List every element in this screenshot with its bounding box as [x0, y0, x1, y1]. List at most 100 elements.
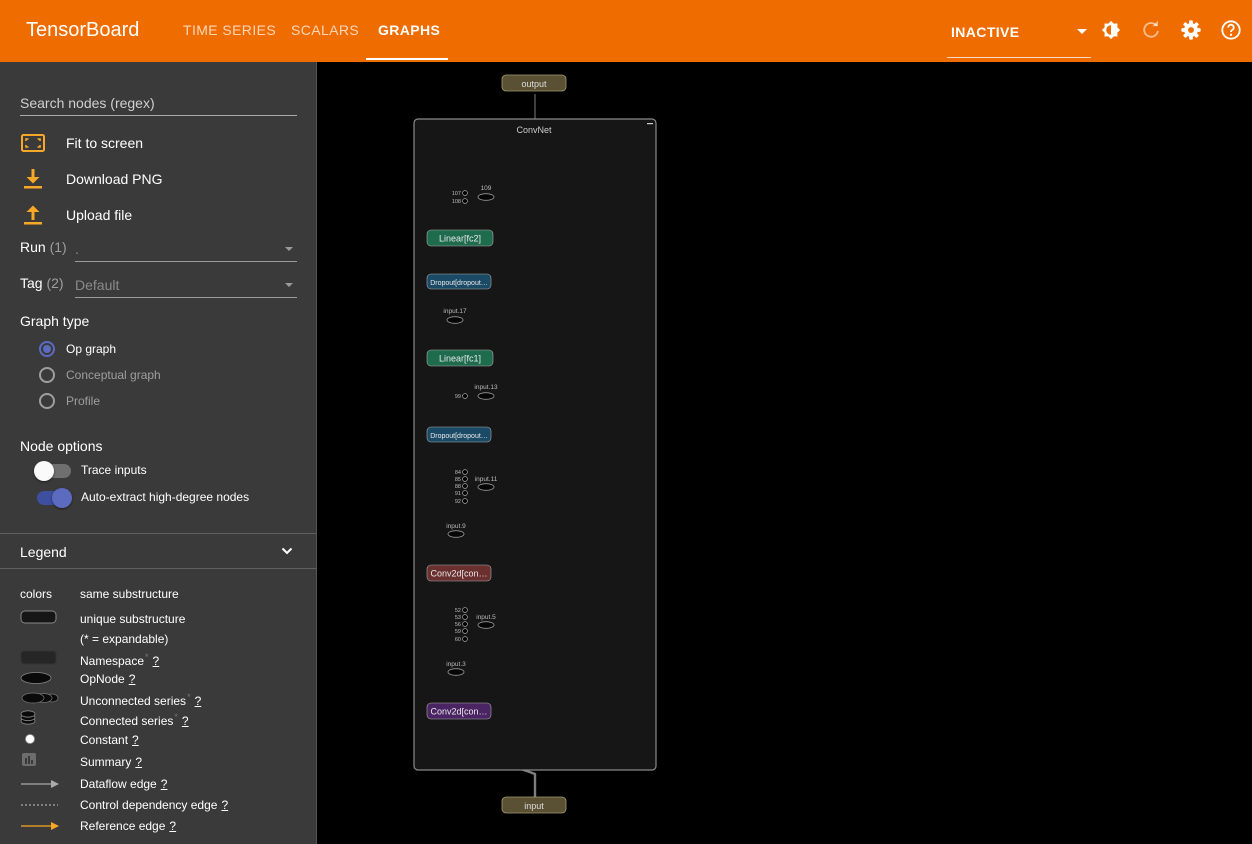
legend-unconnected-series: Unconnected series*?: [80, 692, 201, 708]
toggle-knob[interactable]: [52, 488, 72, 508]
constant-node[interactable]: [462, 621, 468, 627]
constant-node[interactable]: [462, 498, 468, 504]
help-link[interactable]: ?: [221, 798, 229, 812]
legend-connected-series-label: Connected series: [80, 714, 174, 728]
help-link[interactable]: ?: [128, 672, 136, 686]
chevron-down-icon[interactable]: [281, 546, 293, 556]
module-node[interactable]: [426, 564, 492, 582]
output-node[interactable]: [501, 74, 567, 92]
op-node[interactable]: [477, 621, 495, 629]
constant-node-label: 52: [455, 608, 461, 614]
run-status-dropdown[interactable]: INACTIVE: [947, 18, 1091, 58]
toggle-auto-extract[interactable]: Auto-extract high-degree nodes: [34, 487, 294, 509]
module-node[interactable]: [426, 229, 494, 247]
tab-time-series[interactable]: TIME SERIES: [183, 22, 277, 38]
input-node[interactable]: [501, 796, 567, 814]
unconnected-series-icon: [21, 692, 59, 704]
legend-reference-edge: Reference edge?: [80, 819, 176, 833]
toggle-trace-inputs[interactable]: Trace inputs: [34, 460, 274, 482]
op-node[interactable]: [477, 392, 495, 400]
module-node[interactable]: [426, 426, 492, 443]
namespace-label: ConvNet: [516, 125, 552, 135]
run-status-value: INACTIVE: [951, 24, 1020, 40]
run-dropdown[interactable]: .: [75, 236, 297, 262]
constant-node-label: 85: [455, 477, 461, 483]
tag-dropdown[interactable]: Default: [75, 272, 297, 298]
op-node[interactable]: [447, 530, 465, 538]
node-options-title: Node options: [20, 438, 103, 454]
tag-value: Default: [75, 277, 120, 293]
opnode-icon: [20, 672, 52, 684]
upload-file-label: Upload file: [66, 207, 133, 223]
help-link[interactable]: ?: [160, 777, 168, 791]
constant-node[interactable]: [462, 198, 468, 204]
op-node[interactable]: [477, 483, 495, 491]
legend-opnode-label: OpNode: [80, 672, 125, 686]
module-node[interactable]: [426, 349, 494, 367]
legend-title[interactable]: Legend: [20, 544, 67, 560]
constant-node[interactable]: [462, 636, 468, 642]
help-link[interactable]: ?: [169, 819, 177, 833]
constant-node[interactable]: [462, 607, 468, 613]
module-node-label: Linear[fc1]: [439, 354, 481, 364]
constant-node[interactable]: [462, 190, 468, 196]
radio-op-graph[interactable]: Op graph: [39, 340, 239, 358]
radio-button[interactable]: [39, 393, 55, 409]
upload-file-button[interactable]: Upload file: [20, 204, 220, 228]
input-node-label: input: [524, 801, 544, 811]
legend-same-substructure: same substructure: [80, 587, 179, 601]
module-node[interactable]: [426, 702, 492, 720]
legend-constant: Constant?: [80, 733, 139, 747]
tag-count: (2): [46, 275, 64, 291]
legend-constant-label: Constant: [80, 733, 129, 747]
upload-icon: [24, 205, 42, 225]
graph-svg[interactable]: outputinputConvNetLinear[fc2]Dropout[dro…: [318, 62, 1252, 844]
op-node-label: input.5: [476, 614, 496, 621]
op-node[interactable]: [477, 193, 495, 201]
tab-graphs[interactable]: GRAPHS: [378, 22, 441, 38]
constant-node[interactable]: [462, 469, 468, 475]
constant-node[interactable]: [462, 628, 468, 634]
legend-namespace-label: Namespace: [80, 654, 145, 668]
radio-label: Conceptual graph: [66, 368, 161, 382]
op-node[interactable]: [447, 668, 465, 676]
namespace-icon: [20, 650, 57, 665]
constant-node[interactable]: [462, 614, 468, 620]
constant-node[interactable]: [462, 490, 468, 496]
refresh-icon[interactable]: [1140, 19, 1162, 41]
radio-button[interactable]: [39, 367, 55, 383]
legend-colors-label: colors: [20, 587, 53, 601]
tab-scalars[interactable]: SCALARS: [291, 22, 360, 38]
run-value: .: [75, 241, 79, 257]
module-node-label: Dropout[dropout…: [430, 280, 488, 287]
help-link[interactable]: ?: [132, 733, 139, 747]
constant-node-label: 92: [455, 499, 461, 505]
constant-node[interactable]: [462, 483, 468, 489]
legend-control-dependency-edge-label: Control dependency edge: [80, 798, 218, 812]
help-link[interactable]: ?: [135, 755, 143, 769]
toggle-knob[interactable]: [34, 461, 54, 481]
fit-to-screen-button[interactable]: Fit to screen: [20, 132, 220, 156]
brightness-icon[interactable]: [1100, 19, 1122, 41]
settings-icon[interactable]: [1180, 19, 1202, 41]
radio-button[interactable]: [39, 341, 55, 357]
collapse-icon[interactable]: [647, 123, 653, 125]
top-app-bar: TensorBoard TIME SERIES SCALARS GRAPHS I…: [0, 0, 1252, 62]
search-input[interactable]: [20, 92, 297, 114]
download-png-button[interactable]: Download PNG: [20, 168, 220, 192]
control-dependency-edge-icon: [21, 804, 58, 806]
help-icon[interactable]: [1220, 19, 1242, 41]
help-link[interactable]: ?: [181, 714, 189, 728]
op-node[interactable]: [446, 316, 464, 324]
help-link[interactable]: ?: [152, 654, 160, 668]
constant-node[interactable]: [462, 476, 468, 482]
radio-conceptual-graph[interactable]: Conceptual graph: [39, 366, 239, 384]
divider: [0, 568, 317, 569]
module-node[interactable]: [426, 273, 492, 290]
legend-unique-substructure: unique substructure: [80, 612, 186, 626]
constant-node[interactable]: [462, 393, 468, 399]
help-link[interactable]: ?: [194, 694, 202, 708]
radio-profile[interactable]: Profile: [39, 392, 239, 410]
op-node-label: input.11: [475, 476, 498, 483]
